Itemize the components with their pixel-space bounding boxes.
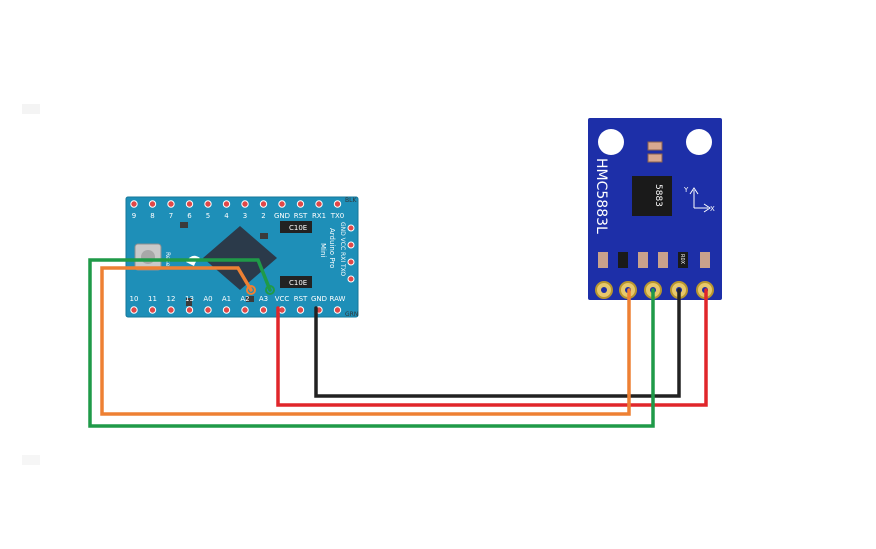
top-pin-tx0 [333, 200, 342, 208]
bottom-pin-label: A2 [240, 295, 249, 303]
top-pin-label: 8 [150, 212, 154, 220]
top-pin-label: 2 [261, 212, 265, 220]
svg-text:C10E: C10E [289, 224, 307, 232]
axis-x-label: X [710, 205, 715, 213]
capacitor-2: C10E [280, 276, 312, 288]
wire-orange [100, 266, 631, 416]
top-pin-5 [204, 200, 212, 208]
mount-hole-left [598, 129, 624, 155]
bottom-pin-label: 11 [148, 295, 157, 303]
bottom-pin-vcc [278, 306, 286, 314]
edge-mark-bottom [22, 455, 40, 465]
top-pin-label: 3 [243, 212, 247, 220]
hmc5883l-board: HMC5883L 5883 Y X R0X [588, 118, 722, 300]
bottom-pin-a2 [241, 306, 249, 314]
arduino-pro-mini-board: Reset C10E C10E Arduino Pro Mini GND VCC… [125, 196, 359, 318]
bottom-pin-10 [130, 306, 138, 314]
sensor-chip: 5883 [632, 176, 672, 216]
corner-label-bottom: GRN [345, 311, 358, 318]
bottom-pin-13 [185, 306, 194, 314]
bottom-pin-label: A3 [259, 295, 268, 303]
svg-text:Arduino Pro: Arduino Pro [328, 228, 336, 268]
top-pin-label: RST [294, 212, 308, 220]
top-pin-label: 9 [132, 212, 136, 220]
mount-hole-right [686, 129, 712, 155]
top-pin-label: TX0 [330, 212, 345, 220]
bottom-pin-label: RST [294, 295, 308, 303]
capacitor-1: C10E [280, 221, 312, 233]
reset-button-icon [134, 243, 162, 271]
bottom-pin-a3 [259, 306, 268, 314]
board-title: Arduino Pro Mini [319, 228, 336, 268]
bottom-pin-11 [148, 306, 157, 314]
sensor-name: HMC5883L [593, 158, 609, 234]
bottom-pin-label: 10 [130, 295, 139, 303]
top-pin-label: 7 [169, 212, 173, 220]
top-pin-8 [148, 200, 157, 208]
top-pin-rx1 [315, 200, 323, 208]
bottom-pin-raw [333, 306, 342, 314]
bottom-pin-a0 [204, 306, 212, 314]
top-pin-rst [296, 200, 305, 208]
bottom-pin-label: RAW [330, 295, 346, 303]
wire-green [88, 258, 655, 428]
top-pin-label: 4 [224, 212, 229, 220]
edge-mark-top [22, 104, 40, 114]
bottom-pin-label: GND [311, 295, 327, 303]
microcontroller-chip [203, 226, 277, 290]
corner-label-top: BLK [345, 197, 357, 204]
resistor-label: R0X [679, 254, 685, 265]
top-pin-4 [222, 200, 231, 208]
top-pin-label: 6 [187, 212, 192, 220]
top-pin-header: 9 8 7 6 5 4 3 2 GND RST RX1 TX0 [130, 200, 345, 220]
top-pin-label: 5 [206, 212, 210, 220]
bottom-pin-label: A1 [222, 295, 231, 303]
top-pin-2 [259, 200, 268, 208]
bottom-pin-label: A0 [203, 295, 212, 303]
top-pin-7 [167, 200, 175, 208]
resistor-row [598, 252, 710, 268]
top-pin-gnd [278, 200, 286, 208]
bottom-pin-rst [296, 306, 305, 314]
axis-arrows-icon [689, 187, 711, 213]
svg-text:5883: 5883 [653, 184, 663, 207]
bottom-pin-12 [167, 306, 175, 314]
top-pin-label: RX1 [312, 212, 326, 220]
top-pin-label: GND [274, 212, 290, 220]
svg-text:C10E: C10E [289, 279, 307, 287]
green-wire-end [265, 285, 275, 295]
side-header-pins [347, 224, 355, 283]
bottom-pin-a1 [222, 306, 231, 314]
wire-vcc [276, 288, 708, 407]
svg-text:Mini: Mini [319, 243, 327, 257]
top-pin-9 [130, 200, 138, 208]
wire-gnd [314, 288, 681, 398]
top-pin-6 [185, 200, 194, 208]
top-pin-3 [241, 200, 249, 208]
bottom-pin-label: 12 [167, 295, 176, 303]
side-header-label: GND VCC RXI TXO [339, 222, 346, 276]
orange-wire-end [246, 285, 256, 295]
bottom-pin-label: VCC [275, 295, 290, 303]
bottom-pin-label: 13 [185, 295, 194, 303]
axis-y-label: Y [683, 186, 689, 194]
